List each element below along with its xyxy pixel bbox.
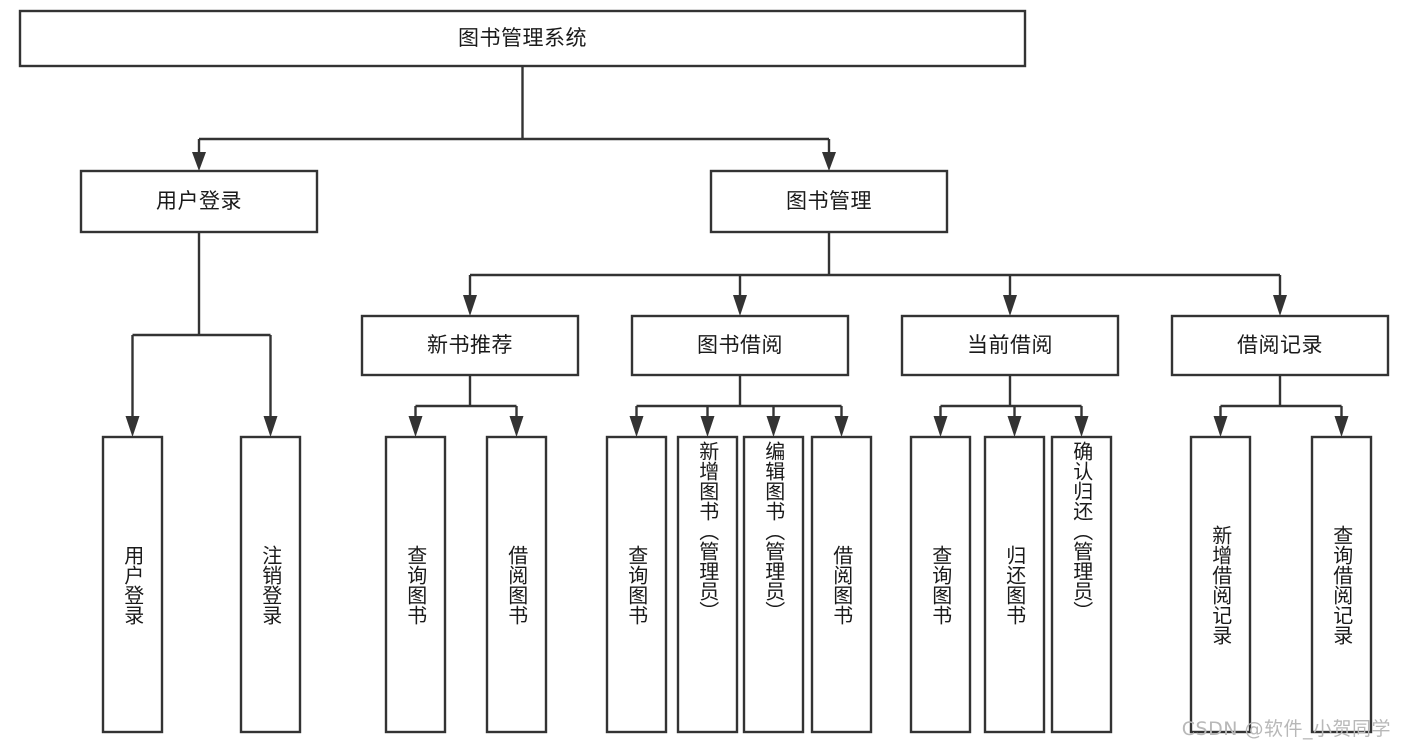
node-new-book-box[interactable] (360, 314, 580, 377)
arrow-current-borrow-leaf-3 (1074, 416, 1089, 437)
arrow-root-to-book-manage (822, 152, 836, 171)
arrow-to-new-book (463, 295, 477, 316)
arrow-new-book-leaf-1 (408, 416, 423, 437)
leaf-box[interactable] (909, 435, 972, 734)
leaf-box[interactable] (810, 435, 873, 734)
node-current-borrow-box[interactable] (900, 314, 1120, 377)
arrow-current-borrow-leaf-1 (933, 416, 948, 437)
arrow-book-borrow-leaf-2 (700, 416, 715, 437)
node-book-manage-box[interactable] (709, 169, 949, 234)
node-box-layer (18, 9, 1390, 734)
arrow-book-borrow-leaf-1 (629, 416, 644, 437)
node-root-box[interactable] (18, 9, 1027, 68)
leaf-box[interactable] (101, 435, 164, 734)
arrow-book-borrow-leaf-3 (766, 416, 781, 437)
arrow-root-to-user-login (192, 152, 206, 171)
node-user-login-box[interactable] (79, 169, 319, 234)
arrow-user-login-leaf-2 (263, 416, 278, 437)
leaf-box[interactable] (1189, 435, 1252, 734)
leaf-box[interactable] (384, 435, 447, 734)
arrow-current-borrow-leaf-2 (1007, 416, 1022, 437)
node-borrow-record-box[interactable] (1170, 314, 1390, 377)
leaf-box[interactable] (742, 435, 805, 734)
leaf-box[interactable] (1310, 435, 1373, 734)
arrow-to-book-borrow (733, 295, 747, 316)
leaf-box[interactable] (605, 435, 668, 734)
arrow-user-login-leaf-1 (125, 416, 140, 437)
arrow-to-borrow-record (1273, 295, 1287, 316)
leaf-box[interactable] (676, 435, 739, 734)
arrow-borrow-record-leaf-1 (1213, 416, 1228, 437)
node-book-borrow-box[interactable] (630, 314, 850, 377)
connector-layer (125, 66, 1349, 437)
arrow-to-current-borrow (1003, 295, 1017, 316)
arrow-borrow-record-leaf-2 (1334, 416, 1349, 437)
leaf-box[interactable] (1050, 435, 1113, 734)
leaf-box[interactable] (239, 435, 302, 734)
arrow-book-borrow-leaf-4 (834, 416, 849, 437)
arrow-new-book-leaf-2 (509, 416, 524, 437)
leaf-box[interactable] (983, 435, 1046, 734)
leaf-box[interactable] (485, 435, 548, 734)
